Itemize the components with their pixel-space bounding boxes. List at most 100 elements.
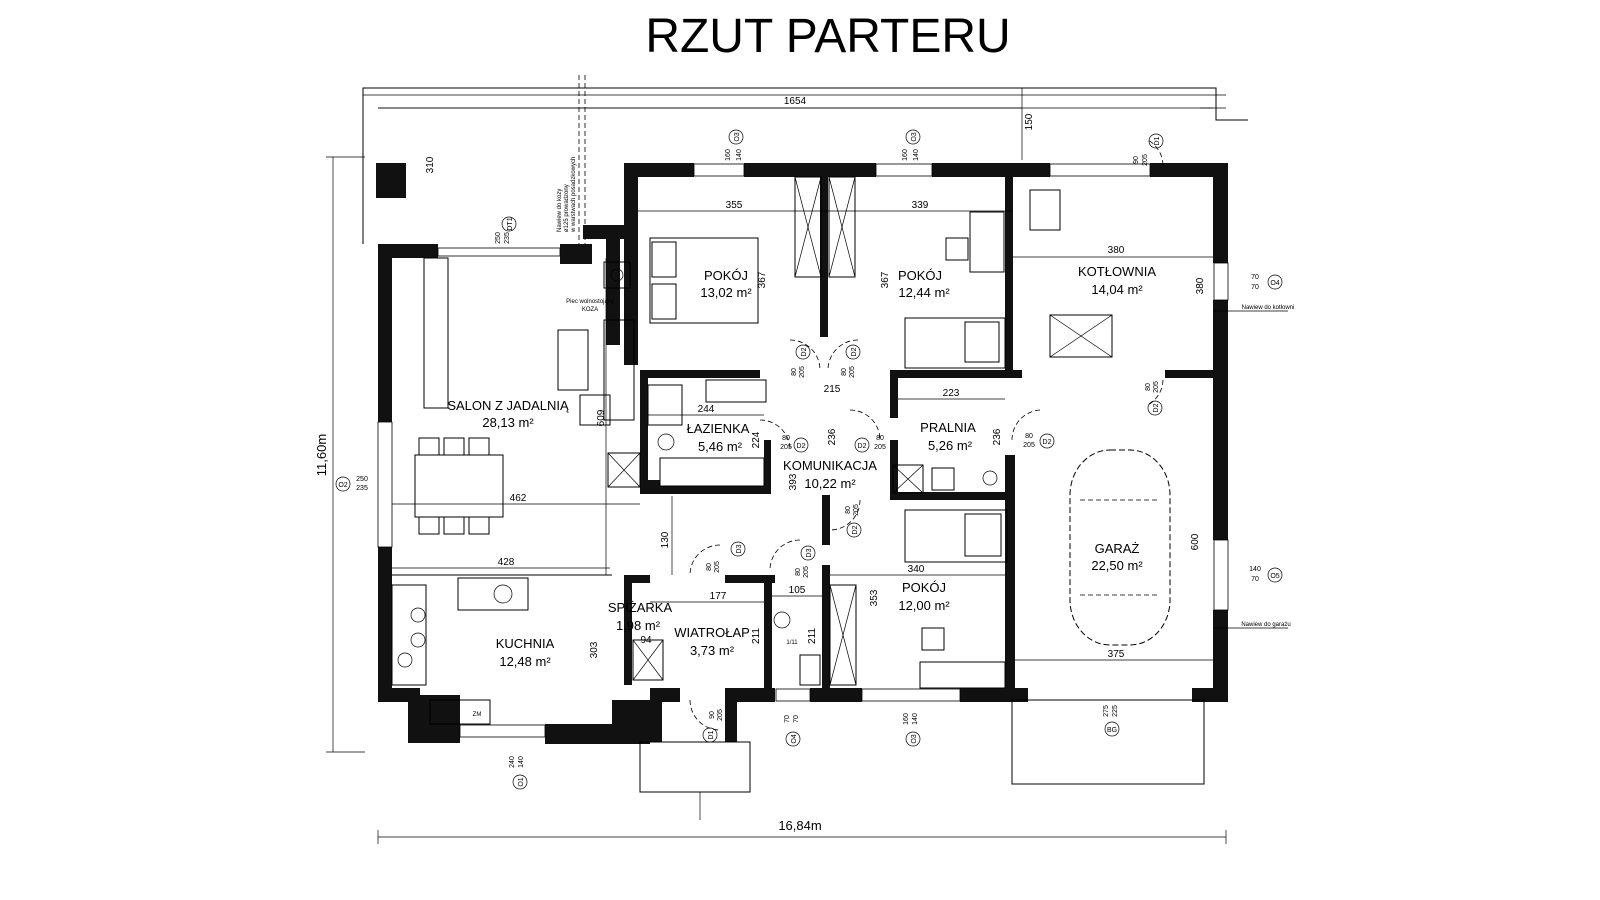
tag-d2b-w: 80	[791, 368, 798, 376]
tag-o4r-h: 70	[1251, 284, 1259, 291]
room-kotlownia-name: KOTŁOWNIA	[1078, 264, 1156, 279]
tag-o3b-w: 160	[902, 149, 909, 161]
interior-dimensions: 355 339 380 380 367 367 215 223 244 224 …	[392, 200, 1213, 661]
dim-339: 339	[912, 200, 929, 211]
room-komunikacja-area: 10,22 m²	[804, 476, 856, 491]
room-pralnia-name: PRALNIA	[920, 420, 976, 435]
dim-223: 223	[943, 388, 960, 399]
dim-367a: 367	[757, 271, 768, 288]
note-piec-line1: Piec wolnostojący	[566, 299, 614, 305]
tag-dt1: DT1	[507, 217, 514, 230]
tag-d3: D3	[806, 548, 813, 557]
tag-d2f-h: 205	[1023, 442, 1035, 449]
dim-236a: 236	[827, 428, 838, 445]
room-pokoj2-area: 12,44 m²	[898, 285, 950, 300]
dim-609: 609	[596, 409, 607, 426]
door-swings	[689, 139, 1164, 731]
tag-d2e-w: 80	[876, 435, 884, 442]
tag-o3a-h: 140	[736, 149, 743, 161]
room-komunikacja-name: KOMUNIKACJA	[783, 458, 877, 473]
tag-d2d-w: 80	[782, 435, 790, 442]
dimension-lines: 1654 150 310 11,60m 16,84m	[314, 75, 1227, 844]
room-pokoj3-name: POKÓJ	[902, 580, 946, 595]
tag-d2e-h: 205	[874, 444, 886, 451]
room-pralnia-area: 5,26 m²	[928, 438, 973, 453]
dim-367b: 367	[880, 271, 891, 288]
room-wiatrolap-area: 3,73 m²	[690, 643, 735, 658]
dim-393: 393	[788, 473, 799, 490]
tag-bg-h: 225	[1112, 705, 1119, 717]
tag-o2-h: 235	[356, 485, 368, 492]
tag-bg-w: 275	[1103, 705, 1110, 717]
room-kuchnia-area: 12,48 m²	[499, 654, 551, 669]
dim-105: 105	[789, 585, 806, 596]
room-wiatrolap-name: WIATROŁAP	[674, 625, 750, 640]
tag-d1b-h: 205	[717, 709, 724, 721]
dim-375: 375	[1108, 649, 1125, 660]
tag-o3a: O3	[734, 132, 741, 141]
room-lazienka-area: 5,46 m²	[698, 439, 743, 454]
furniture	[391, 189, 1113, 725]
tag-o5-w: 140	[1249, 566, 1261, 573]
tag-d1top: D1	[1154, 136, 1161, 145]
notes: Piec wolnostojący KOZA Nawiew do kotłown…	[473, 157, 1295, 718]
windows	[377, 163, 1229, 738]
note-nawiew-koza-line1: Nawiew do kozy	[557, 189, 563, 232]
tag-d2c-h: 205	[849, 366, 856, 378]
room-pokoj1-area: 13,02 m²	[700, 285, 752, 300]
dim-303: 303	[589, 641, 600, 658]
interior-lines	[392, 176, 1205, 820]
room-lazienka-name: ŁAZIENKA	[687, 421, 750, 436]
tag-d1top-w: 90	[1133, 156, 1140, 164]
room-pokoj1-name: POKÓJ	[704, 268, 748, 283]
tag-o1-w: 240	[509, 756, 516, 768]
dim-380a: 380	[1108, 245, 1125, 256]
note-nawiew-garaz: Nawiew do garażu	[1241, 622, 1290, 628]
dim-340: 340	[908, 564, 925, 575]
tag-d2g-w: 80	[845, 506, 852, 514]
tag-o4b-w: 70	[784, 715, 791, 723]
tag-o5-h: 70	[1251, 576, 1259, 583]
tag-o2-w: 250	[356, 476, 368, 483]
room-labels: POKÓJ 13,02 m² POKÓJ 12,44 m² KOTŁOWNIA …	[447, 264, 1156, 669]
dim-130: 130	[660, 531, 671, 548]
tag-d2b-h: 205	[799, 366, 806, 378]
note-nawiew-koza-line3: w warstwach posadzkowych	[571, 157, 577, 233]
dim-150: 150	[1024, 113, 1035, 130]
tag-o4b: O4	[791, 734, 798, 743]
dim-353: 353	[869, 589, 880, 606]
tag-d2g: D2	[852, 525, 859, 534]
tag-d3-h: 205	[803, 566, 810, 578]
tag-d2e: D2	[858, 443, 867, 450]
dim-177: 177	[710, 591, 727, 602]
dim-380b: 380	[1195, 277, 1206, 294]
tag-o1: O1	[518, 777, 525, 786]
dim-428: 428	[498, 557, 515, 568]
dim-355: 355	[726, 200, 743, 211]
tag-d2f-w: 80	[1025, 433, 1033, 440]
dim-211a: 211	[751, 628, 762, 644]
tag-o3a-w: 160	[725, 149, 732, 161]
room-salon-area: 28,13 m²	[482, 415, 534, 430]
tag-d2d: D2	[797, 443, 806, 450]
tag-bg: BG	[1107, 727, 1117, 734]
tag-o4r-w: 70	[1251, 274, 1259, 281]
tag-d2c: D2	[851, 347, 858, 356]
tag-d2a: D2	[1153, 403, 1160, 412]
dim-244: 244	[698, 404, 715, 415]
walls	[376, 163, 1228, 744]
tag-dt1-w: 250	[495, 232, 502, 244]
tag-d1b: D1	[708, 730, 715, 739]
room-garaz-name: GARAŻ	[1095, 541, 1140, 556]
tag-o1-h: 140	[518, 756, 525, 768]
dim-236b: 236	[992, 428, 1003, 445]
tag-d2a-h: 205	[1153, 381, 1160, 393]
note-zm: ZM	[473, 712, 482, 718]
dim-215: 215	[824, 384, 841, 395]
room-kuchnia-name: KUCHNIA	[496, 636, 555, 651]
tag-d1top-h: 205	[1142, 154, 1149, 166]
tag-d1b-w: 90	[709, 711, 716, 719]
tag-o3c: O3	[911, 734, 918, 743]
tag-o4r: O4	[1270, 280, 1279, 287]
